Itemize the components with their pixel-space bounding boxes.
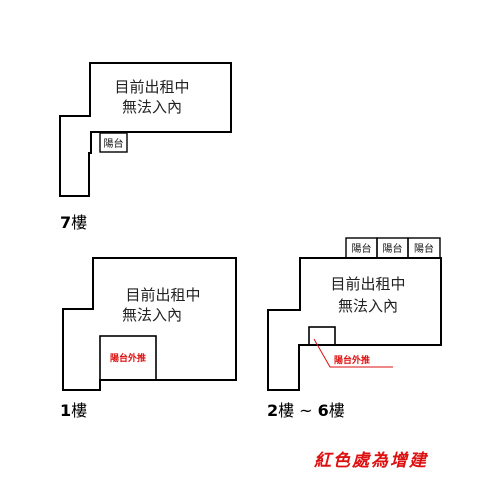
plan-2f-6f-outline	[267, 257, 442, 391]
plan-2f-6f: 陽台 陽台 陽台 目前出租中 無法入內 陽台外推	[267, 237, 442, 391]
plan-7f-balcony-label: 陽台	[104, 137, 124, 150]
plan-7f-room-text-2: 無法入內	[122, 98, 182, 116]
floor-range-unit-1: 樓	[278, 401, 294, 420]
plan-2f-6f-balcony-extension-box	[308, 326, 336, 346]
floor-range-start: 2	[267, 401, 278, 420]
plan-1f: 目前出租中 無法入內 陽台外推	[62, 257, 237, 391]
plan-2f-6f-balcony-label-1: 陽台	[352, 242, 372, 255]
floor-range-end: 6	[318, 401, 329, 420]
plan-2f-6f-balcony-box-3	[407, 237, 441, 259]
floor-range-unit-2: 樓	[329, 401, 345, 420]
floor-range-separator: ~	[299, 401, 312, 420]
floor-1-number: 1	[60, 401, 71, 420]
plan-7f-balcony-box	[99, 132, 128, 153]
plan-2f-6f-balcony-label-2: 陽台	[383, 242, 403, 255]
plan-7f-outline	[59, 62, 232, 197]
floor-1-unit: 樓	[71, 401, 87, 420]
floor-label-2f-6f: 2樓~6樓	[267, 401, 345, 420]
floor-7-unit: 樓	[71, 213, 87, 232]
plan-1f-outline	[62, 257, 237, 391]
plan-1f-room-text-1: 目前出租中	[125, 286, 200, 304]
floor-label-7f: 7樓	[60, 213, 87, 232]
plan-1f-room-text-2: 無法入內	[122, 306, 182, 324]
plan-1f-balcony-extension-label: 陽台外推	[110, 352, 146, 364]
plan-2f-6f-room-text-2: 無法入內	[338, 297, 398, 315]
plan-7f: 目前出租中 無法入內 陽台	[59, 62, 232, 197]
plan-7f-room-text-1: 目前出租中	[114, 78, 189, 96]
plan-2f-6f-room-text-1: 目前出租中	[330, 275, 405, 293]
floor-label-1f: 1樓	[60, 401, 87, 420]
plan-2f-6f-balcony-extension-label: 陽台外推	[334, 354, 370, 366]
floor-7-number: 7	[60, 213, 71, 232]
plan-2f-6f-balcony-label-3: 陽台	[414, 242, 434, 255]
plan-2f-6f-leader-line	[313, 338, 393, 368]
plan-1f-balcony-extension-box	[99, 335, 157, 381]
red-addition-note: 紅色處為增建	[314, 451, 429, 471]
